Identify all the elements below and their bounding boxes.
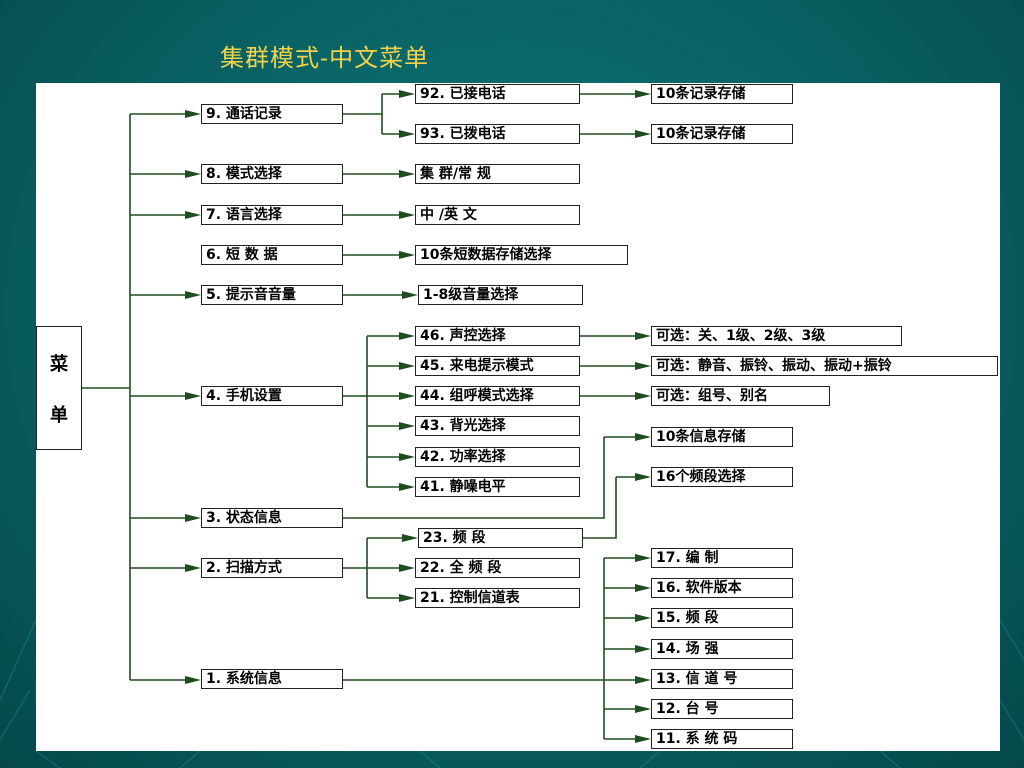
arrowhead-58 (635, 433, 651, 441)
connector-56 (343, 437, 605, 519)
node-45-options: 可选：静音、振铃、振动、振动+振铃 (651, 356, 998, 376)
arrowhead-65 (402, 534, 418, 542)
connector-lines (82, 90, 651, 743)
node-42-power: 42. 功率选择 (415, 447, 580, 467)
node-2-scan-mode: 2. 扫描方式 (201, 558, 343, 578)
arrowhead-61 (635, 473, 651, 481)
connector-59 (583, 477, 617, 539)
node-6-options: 10条短数据存储选择 (415, 245, 628, 265)
arrowhead-21 (399, 90, 415, 98)
node-7-options: 中 /英 文 (415, 205, 580, 225)
root-char-1: 菜 (50, 353, 68, 375)
arrowhead-77 (635, 614, 651, 622)
node-44-group-call-mode: 44. 组呼模式选择 (415, 386, 580, 406)
arrowhead-33 (399, 251, 415, 259)
node-43-backlight: 43. 背光选择 (415, 416, 580, 436)
arrowhead-41 (399, 362, 415, 370)
node-92-received-calls: 92. 已接电话 (415, 84, 580, 104)
node-1-system-info: 1. 系统信息 (201, 669, 343, 689)
arrowhead-49 (399, 483, 415, 491)
node-11-system-code: 11. 系 统 码 (651, 729, 793, 749)
node-93-storage: 10条记录存储 (651, 124, 793, 144)
node-8-mode-select: 8. 模式选择 (201, 164, 343, 184)
node-9-call-log: 9. 通话记录 (201, 104, 343, 124)
node-16-software-version: 16. 软件版本 (651, 578, 793, 598)
node-45-ring-mode: 45. 来电提示模式 (415, 356, 580, 376)
node-46-voice-control: 46. 声控选择 (415, 326, 580, 346)
arrowhead-53 (635, 362, 651, 370)
node-93-dialed-calls: 93. 已拨电话 (415, 124, 580, 144)
node-17-build: 17. 编 制 (651, 548, 793, 568)
arrowhead-3 (185, 110, 201, 118)
arrowhead-17 (185, 676, 201, 684)
arrowhead-83 (635, 705, 651, 713)
arrowhead-81 (635, 676, 651, 684)
arrowhead-31 (399, 211, 415, 219)
arrowhead-85 (635, 735, 651, 743)
node-12-station-number: 12. 台 号 (651, 699, 793, 719)
node-14-field-strength: 14. 场 强 (651, 639, 793, 659)
arrowhead-25 (635, 90, 651, 98)
arrowhead-15 (185, 564, 201, 572)
arrowhead-51 (635, 332, 651, 340)
arrowhead-7 (185, 211, 201, 219)
arrowhead-27 (635, 130, 651, 138)
root-menu-node: 菜 单 (36, 326, 82, 450)
arrowhead-75 (635, 584, 651, 592)
node-15-band: 15. 频 段 (651, 608, 793, 628)
node-8-options: 集 群/常 规 (415, 164, 580, 184)
arrowhead-11 (185, 392, 201, 400)
node-13-channel-number: 13. 信 道 号 (651, 669, 793, 689)
arrowhead-13 (185, 514, 201, 522)
node-44-options: 可选：组号、别名 (651, 386, 830, 406)
arrowhead-69 (399, 594, 415, 602)
arrowhead-47 (399, 453, 415, 461)
arrowhead-55 (635, 392, 651, 400)
node-22-all-bands: 22. 全 频 段 (415, 558, 580, 578)
arrowhead-5 (185, 170, 201, 178)
node-3-info-storage: 10条信息存储 (651, 427, 793, 447)
arrowhead-39 (399, 332, 415, 340)
slide-title: 集群模式-中文菜单 (220, 44, 430, 72)
node-band-select: 16个频段选择 (651, 467, 793, 487)
node-6-short-data: 6. 短 数 据 (201, 245, 343, 265)
node-46-options: 可选：关、1级、2级、3级 (651, 326, 902, 346)
arrowhead-73 (635, 554, 651, 562)
arrowhead-9 (185, 291, 201, 299)
arrowhead-45 (399, 422, 415, 430)
node-23-band: 23. 频 段 (418, 528, 583, 548)
arrowhead-29 (399, 170, 415, 178)
node-92-storage: 10条记录存储 (651, 84, 793, 104)
arrowhead-43 (399, 392, 415, 400)
node-7-language-select: 7. 语言选择 (201, 205, 343, 225)
node-5-tone-volume: 5. 提示音音量 (201, 285, 343, 305)
node-3-status-info: 3. 状态信息 (201, 508, 343, 528)
menu-tree-panel: 菜 单 9. 通话记录 8. 模式选择 7. 语言选择 6. 短 数 据 5. … (36, 83, 1000, 751)
arrowhead-35 (402, 291, 418, 299)
root-char-2: 单 (50, 404, 68, 426)
connector-18 (343, 94, 383, 115)
arrowhead-67 (399, 564, 415, 572)
node-41-squelch: 41. 静噪电平 (415, 477, 580, 497)
arrowhead-79 (635, 645, 651, 653)
node-4-phone-settings: 4. 手机设置 (201, 386, 343, 406)
arrowhead-23 (399, 130, 415, 138)
node-5-options: 1-8级音量选择 (418, 285, 583, 305)
node-21-control-channel: 21. 控制信道表 (415, 588, 580, 608)
